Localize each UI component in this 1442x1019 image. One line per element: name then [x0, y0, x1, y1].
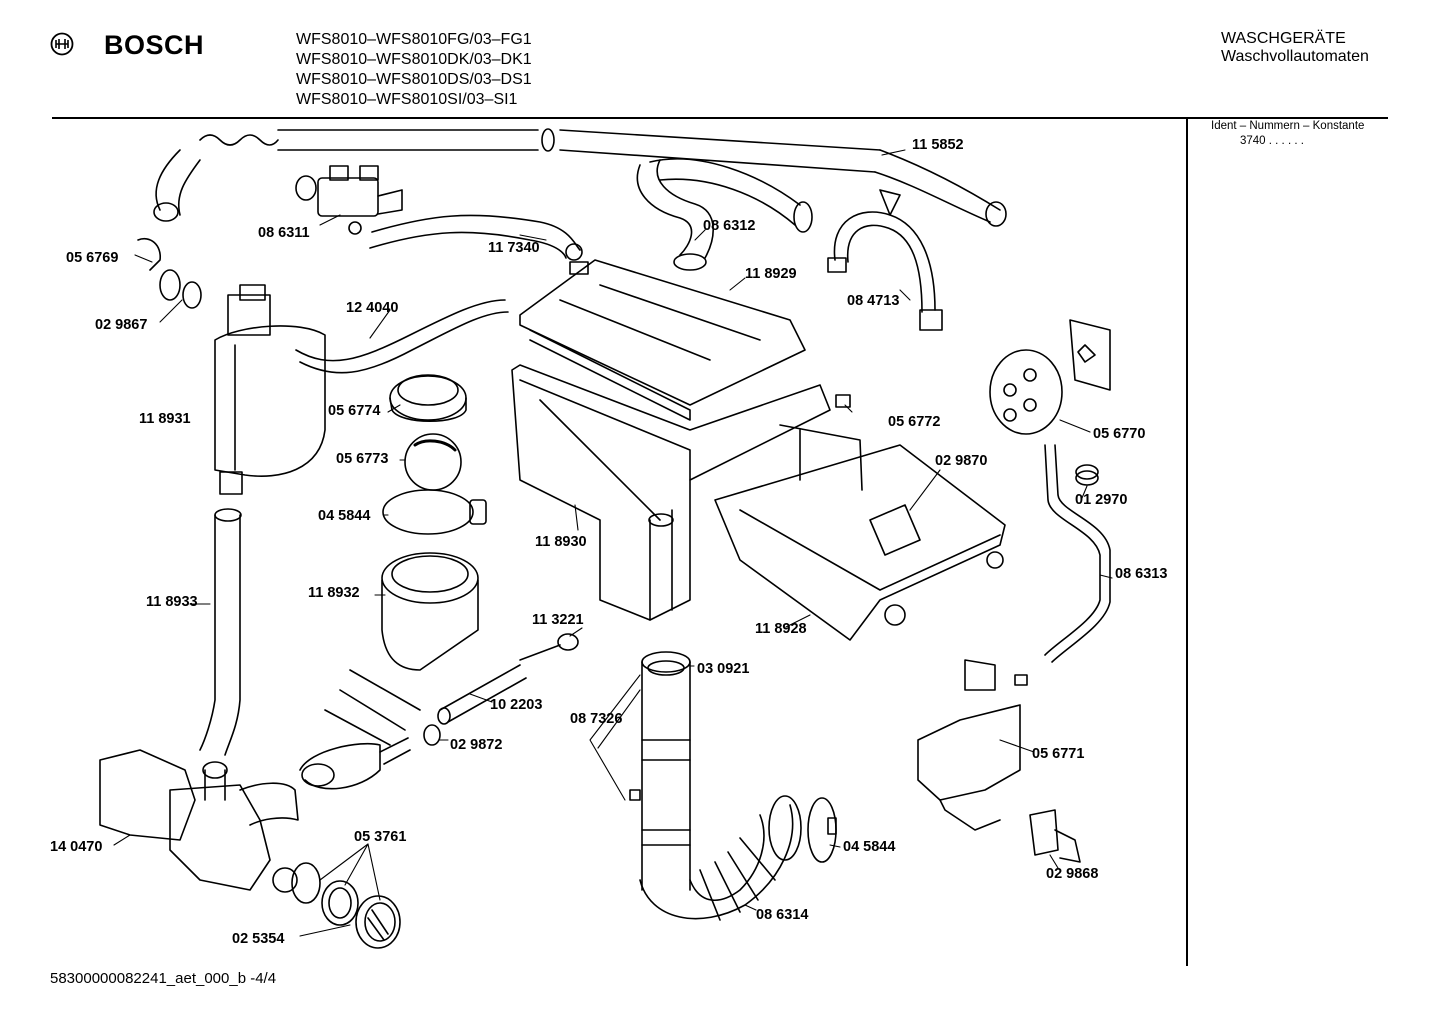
part-label: 05 6770 [1093, 426, 1146, 442]
drawer-housing-118930 [511, 364, 831, 621]
cap-029872 [379, 724, 441, 765]
part-label: 11 8932 [308, 585, 360, 601]
part-label: 03 0921 [697, 661, 750, 677]
part-label: 05 6772 [888, 414, 941, 430]
exploded-view-drawing [99, 128, 1113, 949]
category-subtitle: Waschvollautomaten [1221, 48, 1369, 65]
part-label: 08 6312 [703, 218, 756, 234]
clamp-045844a [382, 489, 487, 535]
model-line: WFS8010–WFS8010FG/03–FG1 [296, 31, 532, 48]
part-label: 14 0470 [50, 839, 103, 855]
clamp-045844b [807, 797, 837, 863]
part-label: 08 7326 [570, 711, 623, 727]
container-056771 [917, 659, 1028, 831]
ident-title: Ident – Nummern – Konstante [1211, 120, 1365, 132]
hose-115852 [153, 128, 1007, 227]
part-label: 11 8928 [755, 621, 807, 637]
part-label: 02 9868 [1046, 866, 1099, 882]
model-list: WFS8010–WFS8010FG/03–FG1 WFS8010–WFS8010… [296, 30, 532, 110]
cap-025354 [355, 895, 401, 949]
ball-056773 [404, 433, 462, 491]
model-line: WFS8010–WFS8010DK/03–DK1 [296, 51, 532, 68]
document-id: 58300000082241_aet_000_b -4/4 [50, 970, 277, 987]
part-label: 08 6311 [258, 225, 310, 241]
hose-086314 [639, 795, 802, 921]
part-label: 05 3761 [354, 829, 407, 845]
part-label: 11 8933 [146, 594, 198, 610]
part-label: 02 9867 [95, 317, 148, 333]
valve-086311 [295, 165, 403, 235]
part-label: 11 8930 [535, 534, 587, 550]
part-label: 05 6769 [66, 250, 119, 266]
model-line: WFS8010–WFS8010DS/03–DS1 [296, 71, 532, 88]
part-label: 11 7340 [488, 240, 540, 256]
valve-029868 [1029, 809, 1081, 863]
part-label: 11 5852 [912, 137, 964, 153]
part-label: 01 2970 [1075, 492, 1128, 508]
hose-086312 [636, 158, 813, 271]
hose-118933 [199, 508, 242, 756]
part-label: 04 5844 [843, 839, 896, 855]
category-title: WASCHGERÄTE [1221, 30, 1346, 47]
part-label: 11 3221 [532, 612, 584, 628]
bosch-logo-icon [50, 32, 74, 56]
part-label: 02 5354 [232, 931, 285, 947]
header-divider [52, 117, 1388, 119]
part-label: 02 9870 [935, 453, 988, 469]
pipe-102203 [437, 664, 527, 725]
part-label: 04 5844 [318, 508, 371, 524]
part-label: 05 6773 [336, 451, 389, 467]
level-switch-056770 [989, 319, 1111, 435]
part-label: 12 4040 [346, 300, 399, 316]
rod-113221 [519, 633, 579, 661]
part-label: 08 6314 [756, 907, 809, 923]
brand-name: BOSCH [104, 30, 205, 60]
part-label: 05 6771 [1032, 746, 1085, 762]
bracket-084713 [827, 189, 943, 331]
part-label: 11 8931 [139, 411, 191, 427]
part-label: 10 2203 [490, 697, 543, 713]
part-label: 11 8929 [745, 266, 797, 282]
leader-lines [113, 149, 1113, 937]
ident-value: 3740 . . . . . . [1240, 135, 1304, 147]
hose-117340 [369, 214, 583, 261]
drawer-118928 [714, 394, 1006, 641]
sump-118932 [299, 552, 479, 790]
rings-053761 [291, 862, 359, 926]
drawer-lid-118929 [519, 259, 806, 421]
category: WASCHGERÄTE Waschvollautomaten [1221, 30, 1369, 66]
rings-056769-029867 [137, 238, 202, 309]
part-label: 02 9872 [450, 737, 503, 753]
seal-056774 [389, 374, 467, 423]
washer-012970 [1075, 464, 1099, 486]
model-line: WFS8010–WFS8010SI/03–SI1 [296, 91, 518, 108]
tank-118931 [214, 284, 326, 495]
part-label: 08 6313 [1115, 566, 1168, 582]
part-label: 08 4713 [847, 293, 900, 309]
hose-124040 [295, 299, 509, 374]
sidebar-divider [1186, 118, 1188, 966]
pump-140470 [99, 749, 299, 893]
hose-086313 [1044, 444, 1111, 663]
drain-pipe-030921 [629, 651, 691, 891]
part-label: 05 6774 [328, 403, 381, 419]
